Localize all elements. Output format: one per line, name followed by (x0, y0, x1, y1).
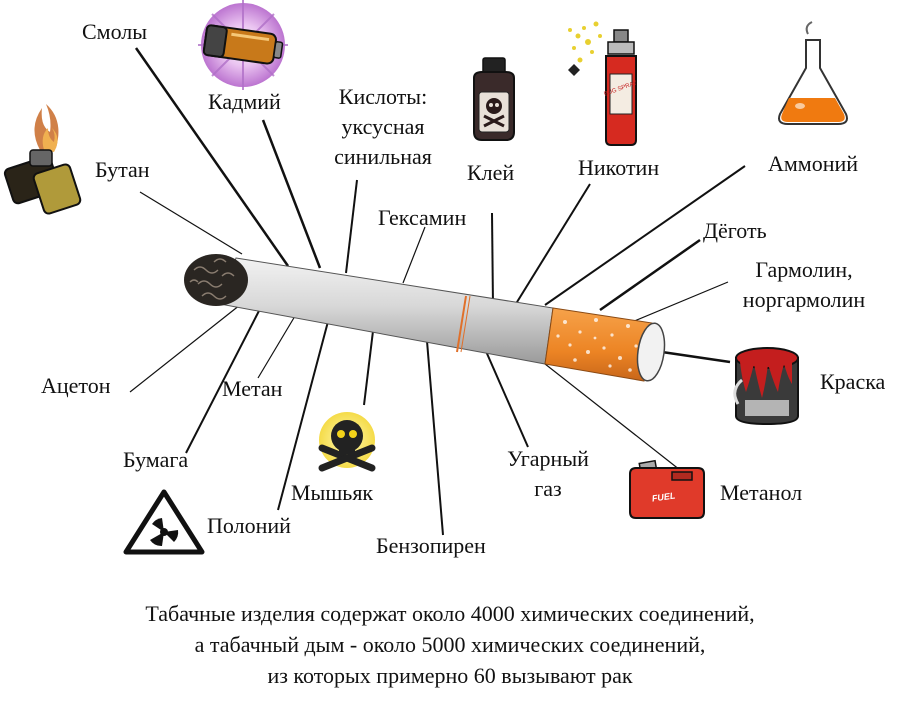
leader-kisloty (345, 179, 358, 274)
label-garmolin-line2: норгармолин (742, 287, 866, 312)
caption: Табачные изделия содержат около 4000 хим… (0, 598, 900, 691)
fuel-can-label: FUEL (651, 490, 676, 503)
leader-acetone (129, 300, 246, 393)
caption-line-1: Табачные изделия содержат около 4000 хим… (145, 601, 755, 626)
leader-nikotin (508, 183, 591, 316)
label-kisloty-line2: синильная (334, 144, 432, 169)
tobacco-texture (189, 258, 235, 300)
caption-line-2: а табачный дым - около 5000 химических с… (194, 632, 706, 657)
skull-crossbones-icon (318, 412, 376, 472)
leader-kadmiy (261, 119, 322, 269)
leader-poloniy (277, 313, 331, 511)
leader-lines (129, 47, 746, 536)
label-nikotin: Никотин (578, 155, 660, 180)
radiation-warning-icon (123, 489, 205, 555)
label-poloniy: Полоний (207, 513, 291, 538)
label-butan: Бутан (95, 157, 150, 182)
cigarette (184, 254, 666, 382)
label-garmolin: Гармолин, норгармолин (724, 257, 884, 313)
label-mishyak: Мышьяк (291, 480, 374, 505)
label-garmolin-line1: Гармолин, (755, 257, 853, 282)
leader-garmolin (631, 281, 729, 323)
leader-butan (139, 191, 243, 255)
leader-ammoniy (544, 165, 746, 306)
flask-icon (778, 21, 848, 125)
label-smoly: Смолы (82, 19, 148, 44)
leader-metan (257, 310, 299, 379)
label-bumaga: Бумага (123, 447, 189, 472)
cigarette-filter (544, 307, 653, 382)
paint-can-icon (733, 347, 799, 426)
label-metanol: Метанол (720, 480, 803, 505)
leader-mishyak (363, 330, 374, 406)
leader-smoly (134, 47, 290, 267)
leader-geksamin (402, 226, 426, 284)
label-ammoniy: Аммоний (768, 151, 859, 176)
leader-ugarny (484, 348, 529, 448)
glue-bottle-icon (473, 57, 515, 141)
cigarette-band-2 (460, 295, 471, 353)
leader-benzopiren (426, 340, 444, 536)
fuel-can-icon: FUEL (629, 459, 705, 519)
spray-can-icon: BUG SPRAY (568, 21, 638, 146)
cigarette-paper (219, 257, 554, 365)
label-acetone: Ацетон (41, 373, 111, 398)
filter-speckles (556, 318, 638, 372)
label-kraska: Краска (820, 369, 886, 394)
cigarette-band (456, 295, 467, 353)
caption-line-3: из которых примерно 60 вызывают рак (267, 663, 633, 688)
label-metan: Метан (222, 376, 283, 401)
label-ugarny: Угарный газ (488, 446, 608, 502)
lighter-icon (3, 104, 82, 215)
label-kisloty-line1: уксусная (341, 114, 425, 139)
leader-kraska (661, 350, 731, 364)
label-kisloty-title: Кислоты: (338, 84, 428, 109)
battery-icon (198, 0, 288, 90)
label-geksamin: Гексамин (378, 205, 467, 230)
leader-degot (599, 238, 701, 312)
label-degot: Дёготь (703, 218, 767, 243)
label-ugarny-line1: Угарный (507, 446, 589, 471)
leader-bumaga (185, 304, 263, 454)
label-kley: Клей (467, 160, 515, 185)
leader-kley (491, 212, 494, 307)
label-kadmiy: Кадмий (208, 89, 281, 114)
label-benzopiren: Бензопирен (376, 533, 486, 558)
label-kisloty: Кислоты: уксусная синильная (313, 84, 453, 170)
filter-end (636, 322, 666, 382)
leader-metanol (539, 359, 681, 471)
label-ugarny-line2: газ (534, 476, 562, 501)
